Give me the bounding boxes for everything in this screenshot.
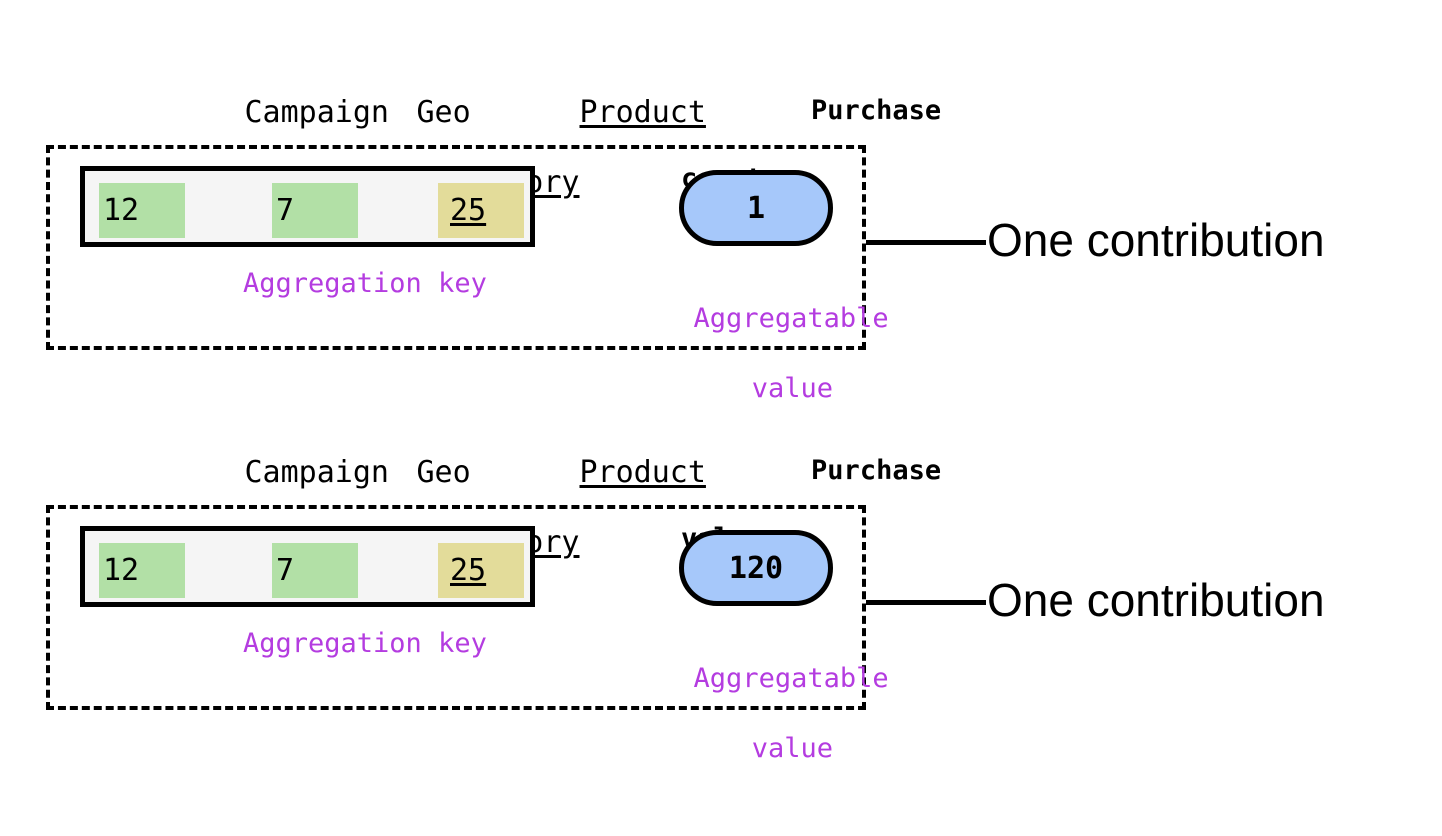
- aggregatable-value-pill: 1: [679, 170, 833, 246]
- aggregation-key-strip: 12 7 25: [80, 526, 535, 607]
- annotation-aggregatable-value-line1: Aggregatable: [693, 303, 889, 334]
- caption-leader-line: [866, 240, 986, 245]
- annotation-aggregatable-value-line2: value: [751, 733, 833, 764]
- key-cell-geo-id: 7: [272, 543, 358, 598]
- annotation-aggregation-key: Aggregation key: [243, 268, 487, 299]
- contribution-dashed-box: [46, 145, 866, 350]
- annotation-aggregatable-value: Aggregatable value: [596, 266, 889, 476]
- header-product-category-line1: Product: [579, 95, 706, 130]
- header-campaign-id-line1: Campaign: [244, 455, 390, 490]
- header-geo-id-line1: Geo: [416, 95, 471, 130]
- caption-one-contribution: One contribution: [987, 214, 1325, 266]
- key-cell-product-category-value: 25: [450, 193, 487, 228]
- key-cell-product-category-value: 25: [450, 553, 487, 588]
- key-cell-campaign-id: 12: [99, 543, 185, 598]
- aggregatable-value-pill: 120: [679, 530, 833, 606]
- header-geo-id-line1: Geo: [416, 455, 471, 490]
- annotation-aggregatable-value-line2: value: [751, 373, 833, 404]
- header-purchase-count-line1: Purchase: [811, 95, 942, 126]
- header-purchase-value-line1: Purchase: [811, 455, 942, 486]
- contribution-diagram: Campaign ID Geo ID Product category Purc…: [0, 60, 1325, 764]
- key-cell-campaign-id: 12: [99, 183, 185, 238]
- aggregation-key-strip: 12 7 25: [80, 166, 535, 247]
- caption-leader-line: [866, 600, 986, 605]
- column-headers-row: Campaign ID Geo ID Product category Purc…: [0, 60, 941, 200]
- key-cell-product-category: 25: [438, 183, 524, 238]
- header-product-category-line1: Product: [579, 455, 706, 490]
- annotation-aggregation-key: Aggregation key: [243, 628, 487, 659]
- key-cell-product-category: 25: [438, 543, 524, 598]
- annotation-aggregatable-value-line1: Aggregatable: [693, 663, 889, 694]
- header-campaign-id-line1: Campaign: [244, 95, 390, 130]
- annotation-aggregatable-value: Aggregatable value: [596, 626, 889, 836]
- caption-one-contribution: One contribution: [987, 574, 1325, 626]
- key-cell-geo-id: 7: [272, 183, 358, 238]
- column-headers-row: Campaign ID Geo ID Product category Purc…: [0, 420, 941, 560]
- contribution-dashed-box: [46, 505, 866, 710]
